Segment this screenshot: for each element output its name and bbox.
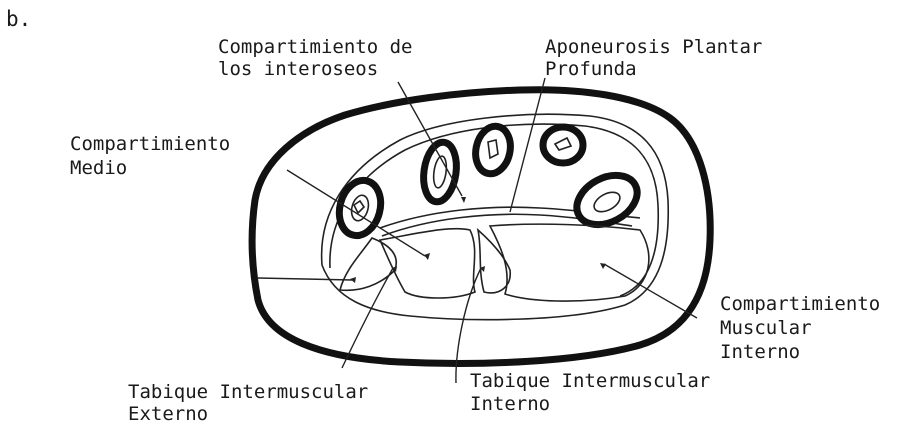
leader-medio: [286, 169, 426, 257]
metatarsal-4: [539, 123, 587, 167]
label-compartimiento-medio-line1: Compartimiento: [70, 133, 231, 155]
label-aponeurosis-line1: Aponeurosis Plantar: [545, 36, 763, 58]
leader-tabique-interno: [455, 267, 482, 384]
outer-contour: [248, 86, 714, 367]
label-tabique-interno-line2: Interno: [470, 393, 551, 415]
label-compartimiento-muscular-interno-line3: Interno: [720, 341, 801, 363]
label-compartimiento-interoseos-line1: Compartimiento de: [218, 36, 413, 58]
label-compartimiento-muscular-interno-line2: Muscular: [720, 317, 812, 339]
label-tabique-interno-line1: Tabique Intermuscular: [470, 370, 711, 392]
mark-externo: [350, 277, 356, 283]
metatarsal-3: [472, 122, 514, 178]
leader-muscular-interno: [603, 263, 698, 319]
mark-interoseos: [461, 197, 466, 203]
inner-fascia-contour: [320, 113, 670, 321]
metatarsal-1: [335, 176, 385, 240]
leader-interoseos: [397, 81, 463, 197]
label-compartimiento-interoseos-line2: los interoseos: [218, 58, 379, 80]
tabique-interno: [476, 227, 511, 294]
label-aponeurosis-line2: Profunda: [545, 58, 637, 80]
label-tabique-externo-line2: Externo: [128, 403, 209, 425]
compartimiento-medio-outline: [378, 227, 476, 299]
metatarsal-2: [420, 138, 460, 206]
label-compartimiento-muscular-interno-line1: Compartimiento: [720, 293, 881, 315]
compartimiento-muscular-interno-outline: [488, 223, 650, 302]
mark-medio: [424, 253, 430, 260]
leader-lateral: [257, 277, 353, 281]
leader-aponeurosis: [509, 77, 546, 213]
mark-tabique: [392, 266, 397, 272]
metatarsal-5: [573, 171, 641, 229]
label-tabique-externo-line1: Tabique Intermuscular: [128, 381, 369, 403]
leader-tabique-externo: [341, 267, 394, 369]
panel-letter: b.: [6, 7, 32, 31]
mark-tabique-interno: [480, 266, 485, 272]
tabique-externo: [338, 237, 397, 292]
label-compartimiento-medio-line2: Medio: [70, 157, 128, 179]
